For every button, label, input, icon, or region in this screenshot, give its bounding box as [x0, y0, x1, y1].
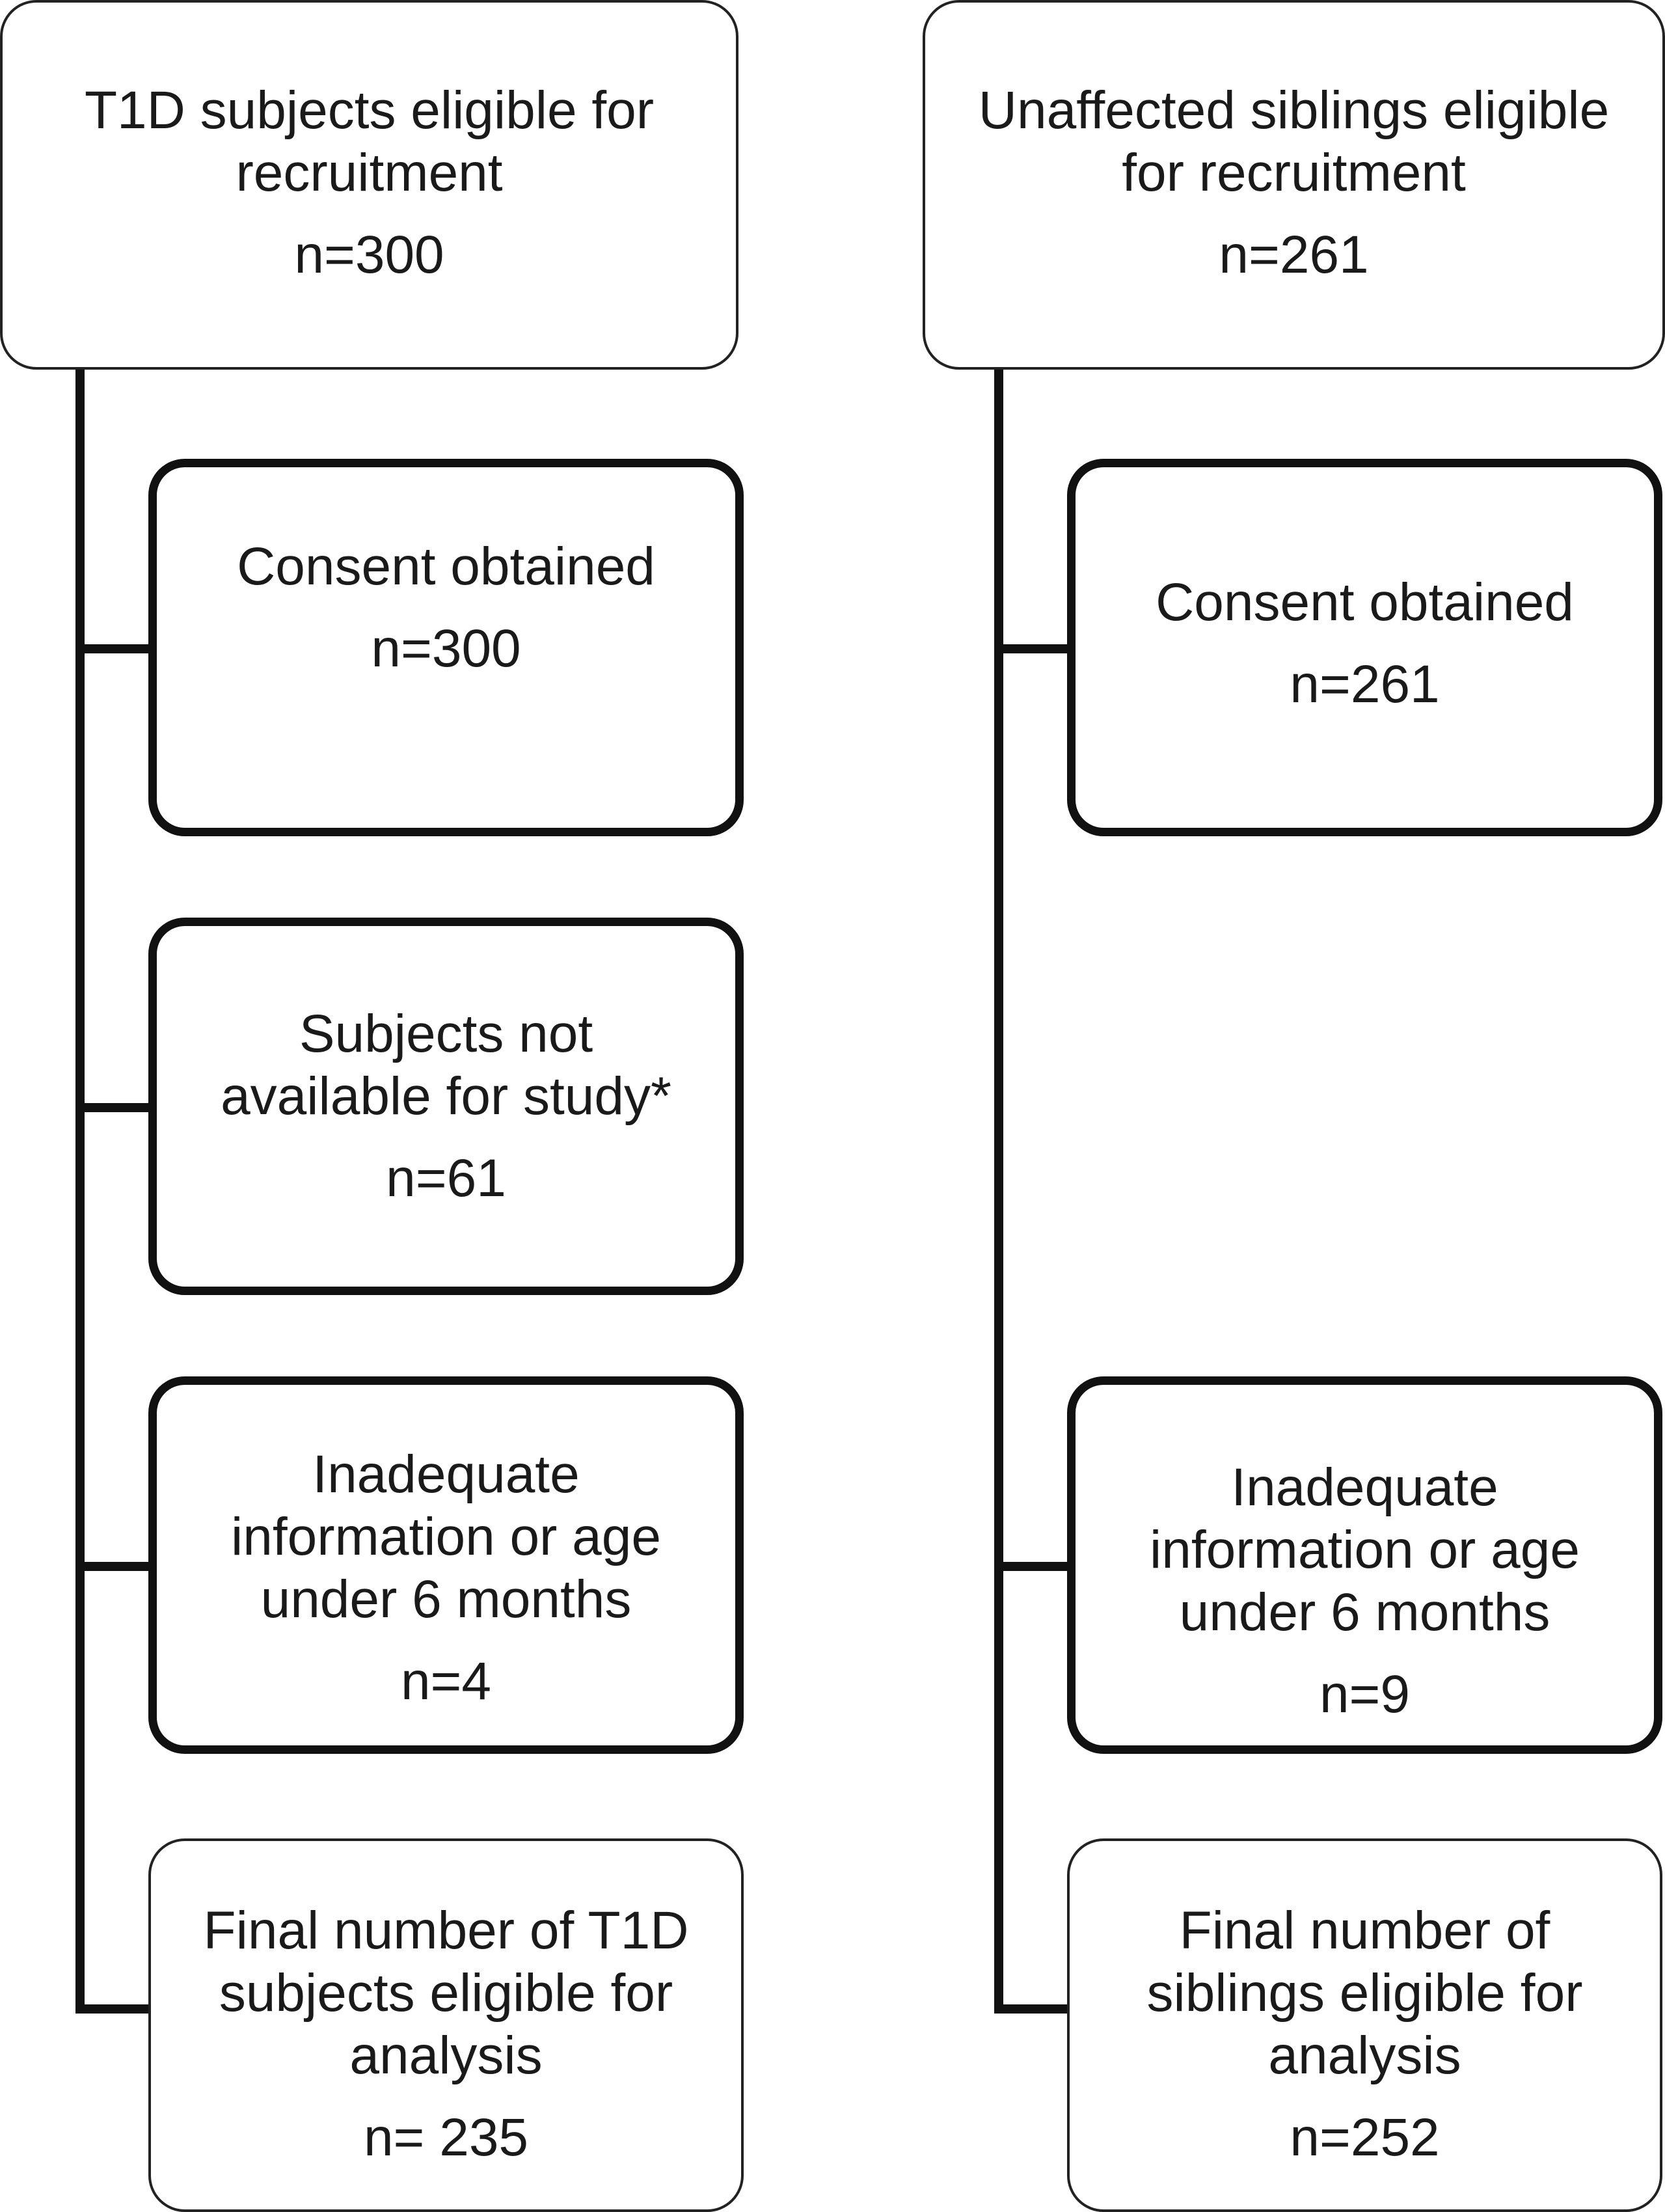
right-consent-label: Consent obtained — [1156, 573, 1574, 632]
left-header-label: T1D subjects eligible for recruitment — [84, 81, 655, 202]
left-header-count: n=300 — [294, 225, 444, 284]
left-inadequate-label: Inadequate information or age under 6 mo… — [231, 1445, 661, 1629]
left-branch-line-inadequate — [75, 1562, 152, 1571]
right-branch-line-inadequate — [994, 1562, 1071, 1571]
right-header-box: Unaffected siblings eligible for recruit… — [923, 0, 1665, 370]
left-unavailable-box: Subjects not available for study* n=61 — [148, 918, 744, 1295]
left-inadequate-count: n=4 — [400, 1652, 492, 1711]
right-inadequate-label: Inadequate information or age under 6 mo… — [1150, 1458, 1580, 1642]
right-consent-count: n=261 — [1290, 655, 1440, 714]
left-final-count: n= 235 — [363, 2108, 529, 2167]
right-final-label: Final number of siblings eligible for an… — [1146, 1901, 1583, 2085]
right-trunk-line — [994, 368, 1003, 2014]
right-branch-line-final — [994, 2004, 1071, 2014]
right-branch-line-consent — [994, 644, 1071, 653]
right-consent-box: Consent obtained n=261 — [1067, 459, 1662, 836]
left-final-label: Final number of T1D subjects eligible fo… — [203, 1901, 689, 2085]
left-unavailable-count: n=61 — [386, 1149, 506, 1208]
left-consent-box: Consent obtained n=300 — [148, 459, 744, 836]
left-consent-label: Consent obtained — [237, 537, 655, 596]
left-branch-line-unavailable — [75, 1103, 152, 1112]
right-inadequate-count: n=9 — [1319, 1665, 1411, 1724]
right-inadequate-box: Inadequate information or age under 6 mo… — [1067, 1376, 1662, 1754]
left-final-box: Final number of T1D subjects eligible fo… — [148, 1838, 744, 2212]
right-final-box: Final number of siblings eligible for an… — [1067, 1838, 1662, 2212]
left-branch-line-consent — [75, 644, 152, 653]
left-inadequate-box: Inadequate information or age under 6 mo… — [148, 1376, 744, 1754]
left-header-box: T1D subjects eligible for recruitment n=… — [0, 0, 738, 370]
right-header-count: n=261 — [1219, 225, 1369, 284]
left-consent-count: n=300 — [371, 619, 521, 678]
left-trunk-line — [75, 368, 85, 2014]
right-header-label: Unaffected siblings eligible for recruit… — [978, 81, 1610, 202]
left-unavailable-label: Subjects not available for study* — [221, 1004, 671, 1126]
left-branch-line-final — [75, 2004, 152, 2014]
right-final-count: n=252 — [1290, 2108, 1440, 2167]
